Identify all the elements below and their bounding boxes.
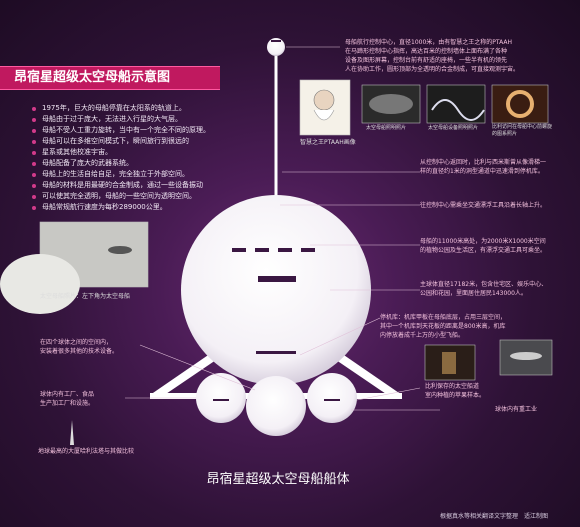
feature-item: 母船配备了庞大的武器系统。 [32, 158, 248, 169]
heavy-industry-note: 球体内有重工业 [495, 406, 538, 413]
bottom-caption: 昂宿星超级太空母船船体 [206, 472, 350, 487]
sphere-space-note: 在四个球体之间的空间内， 安装着很多其他的技术设备。 [40, 339, 119, 355]
feature-item: 母船由于过于庞大，无法进入行星的大气层。 [32, 114, 248, 125]
photo-caption-2: 太空母船设备照明照片 [428, 125, 479, 131]
left-sphere [196, 373, 246, 423]
tower-icon [70, 420, 74, 445]
source-credit: 根据真水等相关翻译文字整理 适江制图 [440, 513, 549, 520]
feature-item-cont: 星系或其他校准宇宙。 [32, 147, 248, 158]
page-title: 昂宿星超级太空母船示意图 [14, 70, 171, 85]
feature-item: 母船上的生活自给自足，完全独立于外部空间。 [32, 169, 248, 180]
mothership-photo-caption: 太空母船照片：左下角为太空母船 [40, 293, 131, 300]
feature-item: 母船可以在多维空间模式下，瞬间旅行到很远的 [32, 136, 248, 147]
slide-note: 从控制中心返回时，比利与西米斯曾从像滑梯一 样的直径约1米的洞型通道中迅速滑到停… [420, 159, 547, 175]
feature-item: 母船的材料是用最硬的合金制成，通过一些设备振动 [32, 180, 248, 191]
control-center-note: 母船航行控制中心，直径1000米，由有智慧之王之称的PTAAH 在马蹄形控制中心… [345, 39, 520, 73]
tower-note: 地球最高的大厦哈利法塔与其做比较 [38, 448, 135, 455]
apple-sample-note: 比利保存的太空船道 室内种植的苹果样本。 [425, 383, 486, 399]
main-sphere [181, 195, 371, 385]
top-sphere [267, 38, 285, 56]
main-sphere-note: 主球体直径17182米，包含住宅区、娱乐中心、 公园和花园，里面居住居民1430… [420, 281, 548, 297]
feature-item: 母船常规航行速度为每秒289000公里。 [32, 202, 248, 213]
factory-note: 球体内有工厂、食品 生产加工厂和设施。 [40, 391, 95, 407]
feature-item: 母船不受人工重力旋转，当中有一个完全不同的原理。 [32, 125, 248, 136]
photo-caption-3: 比利访问在母船中心前螺旋的图系照片 [492, 124, 553, 137]
feature-item: 1975年，巨大的母船停靠在太阳系的轨道上。 [32, 103, 248, 114]
ptaah-caption: 智慧之王PTAAH画像 [300, 139, 356, 146]
top-sphere-band [271, 40, 281, 42]
photo-caption-1: 太空母船照明照片 [366, 125, 407, 131]
right-sphere [307, 373, 357, 423]
transport-note: 往控制中心需乘坐交通漂浮工具沿着长轴上升。 [420, 202, 547, 209]
title-bar: 昂宿星超级太空母船示意图 [0, 66, 220, 90]
park-note: 母船的11000米高处，为2000米X1000米空间 的植物公园及生活区，有漂浮… [420, 238, 547, 254]
bottom-sphere [246, 376, 306, 436]
feature-item-cont: 可以使其完全透明，母船的一些空间为透明空间。 [32, 191, 248, 202]
feature-list: 1975年，巨大的母船停靠在太阳系的轨道上。 母船由于过于庞大，无法进入行星的大… [32, 103, 248, 213]
shaft [274, 56, 278, 236]
hangar-note: 停机库：机库甲板在母船底层，占用三层空间， 其中一个机库到天花板的距离是800米… [380, 314, 507, 339]
